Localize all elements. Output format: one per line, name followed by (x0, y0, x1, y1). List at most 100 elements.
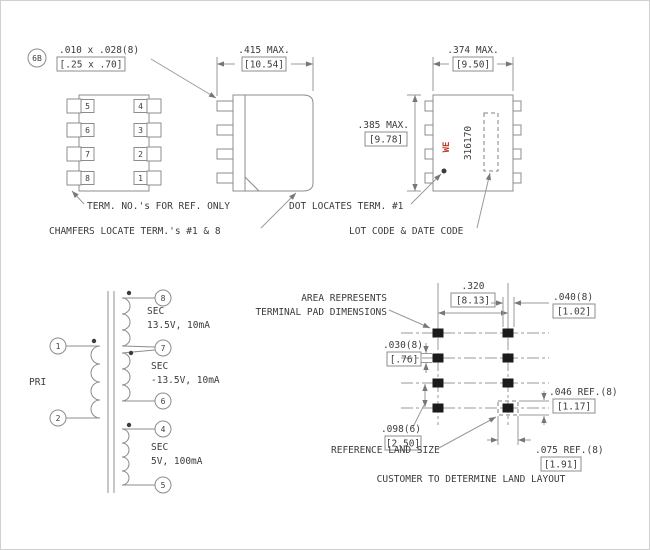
dim-pitch-y-mm: [2.50] (386, 439, 420, 450)
terminal-2-label: 2 (56, 414, 61, 423)
pin-4: 4 (133, 98, 162, 114)
dim-pitch-y-inch: .098(6) (381, 424, 421, 435)
dim-land-height: .046 REF.(8) [1.17] (519, 387, 618, 425)
polarity-dot-primary (91, 338, 97, 344)
dim-pitch-x-inch: .320 (462, 281, 485, 292)
lead-dimension: .010 x .028(8) [.25 x .70] (56, 45, 217, 99)
pin-3: 3 (133, 122, 162, 138)
note-customer-layout: CUSTOMER TO DETERMINE LAND LAYOUT (377, 474, 566, 485)
package-top-view: 5 6 7 8 4 3 2 (66, 94, 162, 192)
front-width-mm: [9.50] (456, 60, 490, 71)
terminal-4-label: 4 (161, 425, 166, 434)
land-pad (432, 378, 444, 388)
note-dot-locates: DOT LOCATES TERM. #1 (289, 201, 404, 212)
dim-pad-height-inch: .030(8) (383, 340, 423, 351)
dim-land-width-inch: .075 REF.(8) (535, 445, 604, 456)
terminal-6 (154, 392, 172, 410)
sec1-label: SEC (147, 306, 164, 317)
sec2-label: SEC (151, 361, 168, 372)
balloon-6b: 6B (27, 48, 47, 68)
pin1-dot (441, 168, 447, 174)
polarity-dot-sec3 (126, 422, 132, 428)
land-pad (432, 403, 444, 413)
front-body (432, 94, 514, 192)
pin-number: 4 (138, 102, 143, 111)
note-area-line1: AREA REPRESENTS (301, 293, 387, 304)
terminal-4 (154, 420, 172, 438)
land-pad (432, 328, 444, 338)
dim-land-width-mm: [1.91] (544, 460, 578, 471)
dim-pad-width-inch: .040(8) (553, 292, 593, 303)
lot-code-area (483, 112, 499, 172)
dim-pad-width: .040(8) [1.02] (491, 292, 596, 327)
land-pad (502, 328, 514, 338)
dim-pad-height: .030(8) [.76] (383, 340, 432, 373)
terminal-5-label: 5 (161, 481, 166, 490)
front-height-mm-box (364, 131, 408, 147)
dim-pitch-y: .098(6) [2.50] (381, 384, 428, 451)
pin-6: 6 (66, 122, 95, 138)
pin-7: 7 (66, 146, 95, 162)
sec3-label: SEC (151, 442, 168, 453)
pin-2: 2 (133, 146, 162, 162)
land-pad (502, 403, 514, 413)
lead-dim-inch: .010 x .028(8) (59, 45, 139, 56)
sec2-value: -13.5V, 10mA (151, 375, 220, 386)
secondary-winding-1 (121, 297, 131, 347)
dim-pitch-x-mm: [8.13] (456, 296, 490, 307)
balloon-label: 6B (32, 54, 42, 63)
dim-pad-height-mm: [.76] (390, 355, 419, 366)
side-width-mm-box (241, 56, 287, 72)
terminal-7 (154, 339, 172, 357)
terminal-7-label: 7 (161, 344, 166, 353)
side-width-inch: .415 MAX. (238, 45, 289, 56)
front-height-dimension: .385 MAX. [9.78] (358, 94, 421, 192)
note-area-line2: TERMINAL PAD DIMENSIONS (255, 307, 387, 318)
secondary-winding-3 (121, 428, 130, 486)
dim-land-height-inch: .046 REF.(8) (549, 387, 618, 398)
chamfer-line (244, 176, 260, 192)
land-pad (432, 353, 444, 363)
part-marking: 316170 (463, 126, 474, 161)
pin-1: 1 (133, 170, 162, 186)
note-reference-land: REFERENCE LAND SIZE (331, 445, 440, 456)
polarity-dot-sec1 (126, 290, 132, 296)
primary-winding (90, 345, 101, 419)
lead-dim-mm: [.25 x .70] (60, 60, 123, 71)
dim-pad-width-mm: [1.02] (557, 307, 591, 318)
polarity-dot-sec2 (128, 350, 134, 356)
balloon-circle (27, 48, 47, 68)
land-annotations: AREA REPRESENTS TERMINAL PAD DIMENSIONS … (255, 293, 565, 485)
pin-number: 5 (85, 102, 90, 111)
pin-5: 5 (66, 98, 95, 114)
reference-land-outline (497, 400, 519, 416)
front-width-inch: .374 MAX. (447, 45, 498, 56)
lead-dim-leader (150, 58, 217, 99)
terminal-1-label: 1 (56, 342, 61, 351)
transformer-schematic: 1 2 PRI 8 SEC 13.5V, 10mA 7 6 SEC -13.5V… (29, 289, 220, 494)
package-front-view: WE 316170 (424, 94, 522, 192)
note-chamfers: CHAMFERS LOCATE TERM.'s #1 & 8 (49, 226, 221, 237)
package-body (78, 94, 150, 192)
land-pattern: .320 [8.13] .040(8) [1.02] .030(8) [.76] (255, 281, 617, 485)
dim-land-width: .075 REF.(8) [1.91] (487, 416, 604, 472)
terminal-8 (154, 289, 172, 307)
pin-8: 8 (66, 170, 95, 186)
package-side-view (216, 94, 314, 192)
pin-number: 8 (85, 174, 90, 183)
land-pad (502, 353, 514, 363)
note-lot-code: LOT CODE & DATE CODE (349, 226, 464, 237)
terminal-6-label: 6 (161, 397, 166, 406)
land-pad (502, 378, 514, 388)
pin-number: 6 (85, 126, 90, 135)
terminal-8-label: 8 (161, 294, 166, 303)
pin-number: 7 (85, 150, 90, 159)
terminal-5 (154, 476, 172, 494)
terminal-2 (49, 409, 67, 427)
secondary-winding-2 (121, 352, 131, 402)
pin-number: 1 (138, 174, 143, 183)
view-notes: TERM. NO.'s FOR REF. ONLY CHAMFERS LOCAT… (49, 172, 491, 237)
sec1-value: 13.5V, 10mA (147, 320, 210, 331)
